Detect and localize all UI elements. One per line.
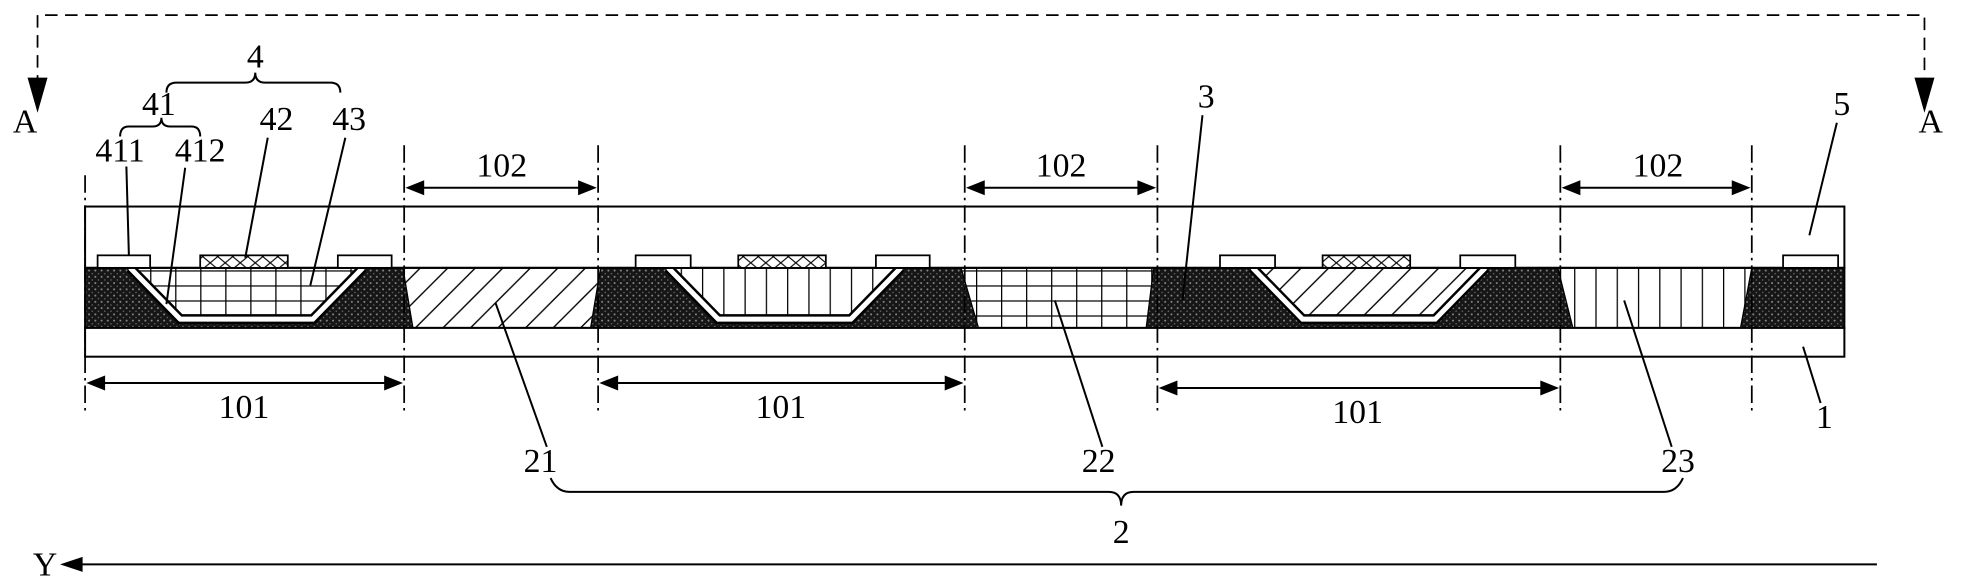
- section-arrow-right-icon: [1914, 77, 1935, 113]
- section-line: A A: [13, 14, 1944, 141]
- callout-5: 5: [1833, 86, 1850, 123]
- pad-right-2: [875, 254, 931, 269]
- pad-42: [199, 254, 289, 269]
- pixel-well-1: [126, 264, 367, 325]
- callout-4: 4: [247, 39, 264, 76]
- callout-42: 42: [260, 101, 294, 138]
- leader-5: [1808, 122, 1838, 236]
- pad-cross-2: [737, 254, 827, 269]
- emission-layer-well-2: [673, 267, 896, 316]
- pad-left-2: [634, 254, 692, 269]
- section-label-right: A: [1919, 104, 1944, 141]
- direction-axis: Y: [33, 547, 1877, 584]
- callouts: 4 41 411 412 42 43 3 5 1 21 22 23 2: [95, 39, 1850, 551]
- callout-23: 23: [1661, 443, 1695, 480]
- pad-right-1: [336, 254, 393, 269]
- pad-right-3: [1459, 254, 1517, 269]
- pixel-well-3: [1248, 264, 1489, 325]
- callout-3: 3: [1198, 79, 1215, 116]
- callout-411: 411: [95, 132, 144, 169]
- region-label: 101: [1332, 394, 1383, 431]
- brace-2: [549, 477, 1684, 506]
- callout-2: 2: [1113, 514, 1130, 551]
- callout-1: 1: [1816, 399, 1833, 436]
- pads: [96, 254, 1839, 269]
- region-102-b: 102: [965, 148, 1157, 196]
- brace-41: [119, 117, 202, 137]
- region-boundaries: [84, 145, 1753, 416]
- region-102-c: 102: [1561, 148, 1751, 196]
- region-101-b: 101: [599, 375, 964, 426]
- direction-arrow-icon: [60, 556, 83, 572]
- direction-label: Y: [33, 547, 57, 584]
- pad-cross-3: [1321, 254, 1412, 269]
- callout-43: 43: [332, 101, 366, 138]
- region-label: 101: [219, 389, 270, 426]
- callout-41: 41: [142, 86, 176, 123]
- region-label: 102: [1036, 148, 1087, 185]
- region-101-a: 101: [86, 375, 403, 426]
- region-label: 102: [1633, 148, 1684, 185]
- pixel-well-2: [664, 264, 905, 325]
- color-filter-23: [1557, 267, 1753, 329]
- region-101-c: 101: [1158, 380, 1560, 431]
- callout-22: 22: [1082, 443, 1116, 480]
- leader-3: [1181, 115, 1204, 301]
- emission-layer-43: [135, 267, 358, 316]
- region-label: 101: [755, 389, 806, 426]
- leader-1: [1802, 346, 1822, 404]
- region-102-a: 102: [405, 148, 597, 196]
- brace-4: [165, 72, 342, 93]
- pad-left-3: [1219, 254, 1276, 269]
- leader-21: [494, 302, 548, 448]
- leader-42: [244, 137, 269, 259]
- callout-412: 412: [175, 132, 226, 169]
- leader-23: [1623, 300, 1673, 448]
- region-label: 102: [476, 148, 527, 185]
- leader-43: [309, 137, 347, 286]
- pad-411: [96, 254, 152, 269]
- leader-411: [125, 166, 130, 256]
- leader-22: [1053, 300, 1104, 448]
- emission-layer-well-3: [1257, 267, 1481, 316]
- callout-21: 21: [524, 443, 558, 480]
- region-dimensions: 101 102 101 102 101: [86, 148, 1751, 431]
- leader-412: [165, 167, 187, 305]
- section-label-left: A: [13, 104, 38, 141]
- pad-far-right: [1782, 254, 1839, 269]
- section-arrow-left-icon: [27, 77, 48, 113]
- color-filter-22: [960, 267, 1155, 329]
